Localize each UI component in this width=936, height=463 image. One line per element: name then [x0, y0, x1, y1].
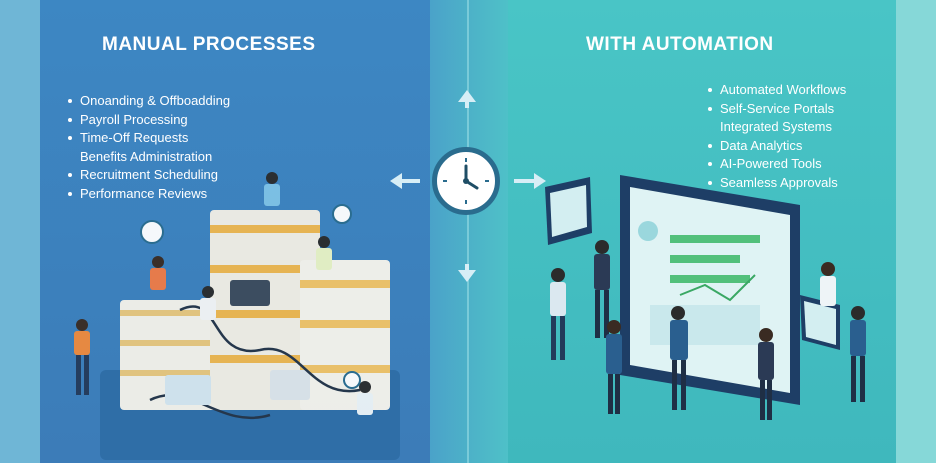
- left-item: Time-Off Requests: [68, 129, 230, 148]
- right-item: Data Analytics: [708, 137, 846, 156]
- arrow-up-icon: [456, 88, 478, 114]
- center-divider: [467, 0, 469, 463]
- arrow-right-icon: [512, 170, 548, 196]
- right-item: AI-Powered Tools: [708, 155, 846, 174]
- paperwork-illustration: [74, 172, 400, 460]
- right-item: Seamless Approvals: [708, 174, 846, 193]
- left-item: Benefits Administration: [80, 148, 213, 164]
- automation-illustration: [545, 175, 866, 420]
- left-item: Performance Reviews: [68, 185, 230, 204]
- right-margin: [896, 0, 936, 463]
- arrow-down-icon: [456, 262, 478, 288]
- right-item: Self-Service Portals: [708, 100, 846, 119]
- arrow-left-icon: [388, 170, 422, 196]
- left-item: Onoanding & Offboadding: [68, 92, 230, 111]
- left-margin: [0, 0, 40, 463]
- manual-processes-title: MANUAL PROCESSES: [102, 34, 316, 55]
- with-automation-title: WITH AUTOMATION: [586, 34, 774, 55]
- right-item: Automated Workflows: [708, 81, 846, 100]
- clock-icon: [432, 147, 500, 215]
- left-item: Recruitment Scheduling: [68, 166, 230, 185]
- left-item: Payroll Processing: [68, 111, 230, 130]
- right-item: Integrated Systems: [720, 119, 832, 134]
